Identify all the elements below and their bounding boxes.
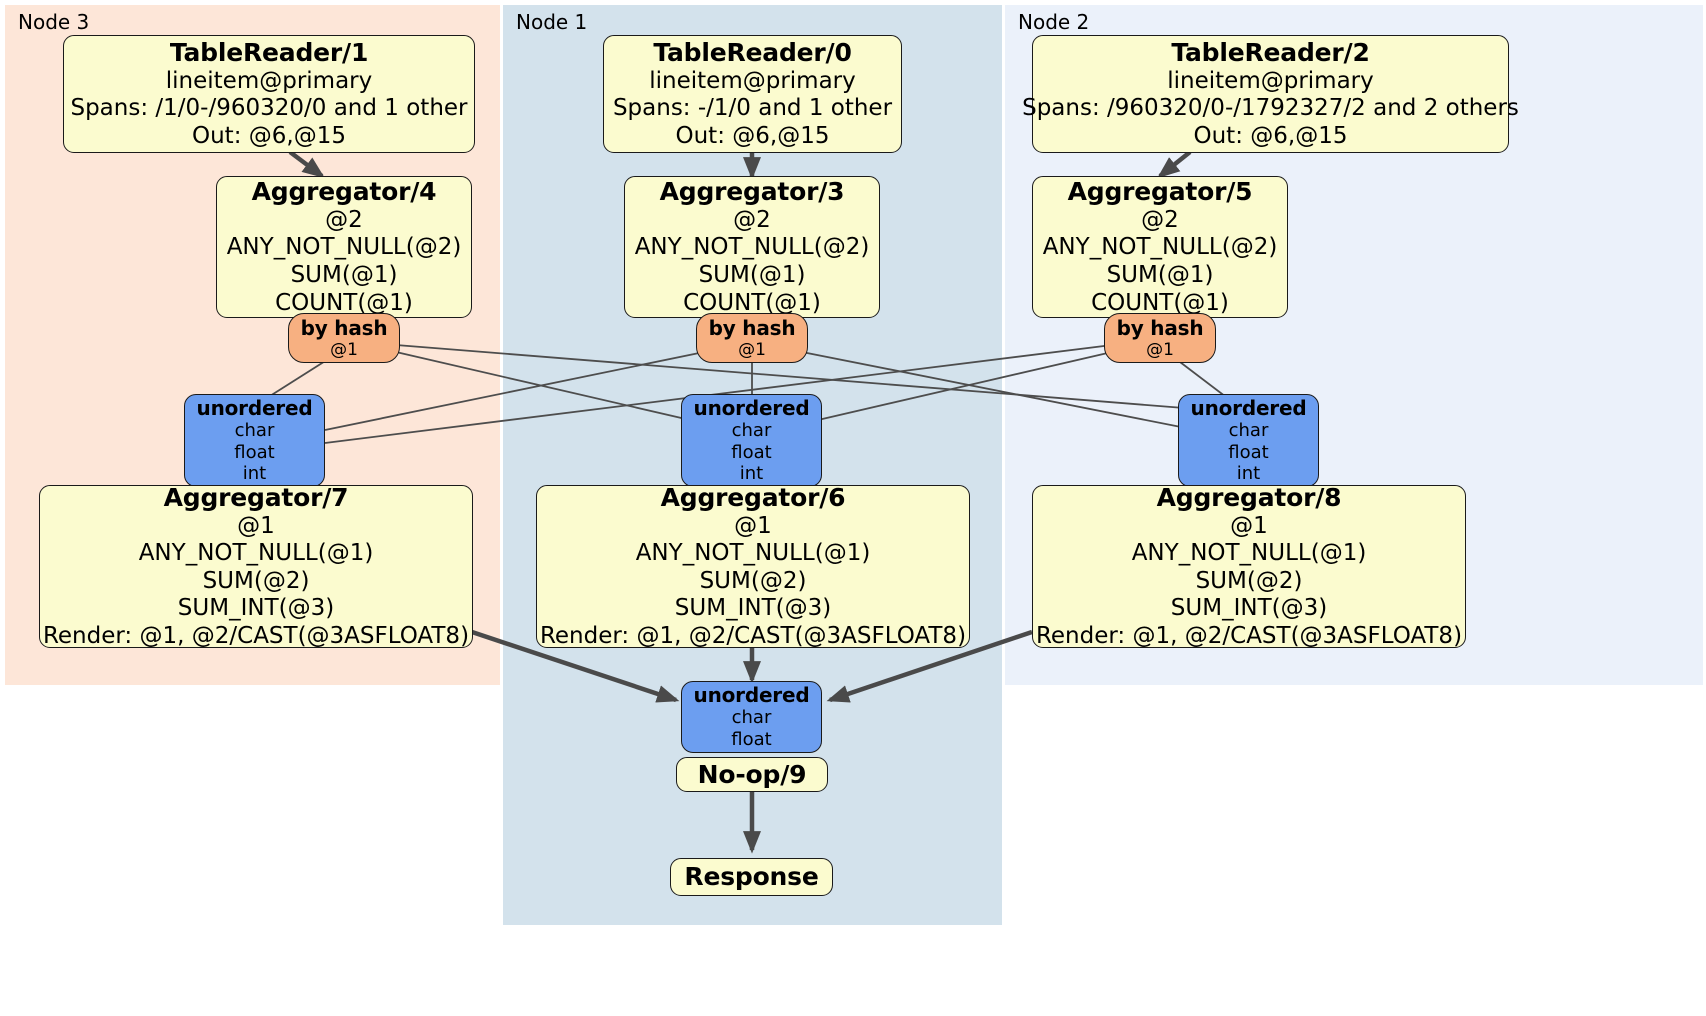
sync-line: int xyxy=(739,463,764,485)
node-line: @2 xyxy=(1141,206,1179,233)
node-line: lineitem@primary xyxy=(165,67,373,94)
router-line: @1 xyxy=(738,339,766,360)
node-line: @1 xyxy=(237,512,275,539)
sync-title: unordered xyxy=(196,396,313,421)
sync-line: int xyxy=(242,463,267,485)
node-title: TableReader/2 xyxy=(1171,37,1370,67)
router-by-hash-right[interactable]: by hash @1 xyxy=(1104,313,1216,363)
sync-title: unordered xyxy=(693,396,810,421)
node-line: ANY_NOT_NULL(@1) xyxy=(635,540,871,567)
router-title: by hash xyxy=(300,315,388,340)
sync-line: float xyxy=(234,441,275,463)
router-line: @1 xyxy=(330,339,358,360)
sync-title: unordered xyxy=(693,683,810,708)
sync-line: int xyxy=(1236,463,1261,485)
node-line: SUM_INT(@3) xyxy=(1170,595,1328,622)
node-line: ANY_NOT_NULL(@1) xyxy=(138,540,374,567)
node-line: Render: @1, @2/CAST(@3ASFLOAT8) xyxy=(42,622,470,649)
node-line: ANY_NOT_NULL(@2) xyxy=(1042,234,1278,261)
node-title: Aggregator/6 xyxy=(660,482,846,512)
node-line: Render: @1, @2/CAST(@3ASFLOAT8) xyxy=(1035,622,1463,649)
node-line: @2 xyxy=(733,206,771,233)
node-tablereader-2[interactable]: TableReader/2 lineitem@primary Spans: /9… xyxy=(1022,35,1519,153)
sync-line: float xyxy=(1228,441,1269,463)
node-line: COUNT(@1) xyxy=(683,289,821,316)
sync-line: char xyxy=(1228,420,1269,442)
synchronizer-unordered-left[interactable]: unordered char float int xyxy=(184,394,325,487)
node-title: Response xyxy=(684,862,819,891)
node-line: ANY_NOT_NULL(@1) xyxy=(1131,540,1367,567)
sync-line: char xyxy=(731,707,772,729)
sync-line: float xyxy=(731,441,772,463)
node-line: ANY_NOT_NULL(@2) xyxy=(226,234,462,261)
node-tablereader-0[interactable]: TableReader/0 lineitem@primary Spans: -/… xyxy=(603,35,902,153)
sync-line: char xyxy=(731,420,772,442)
node-line: Render: @1, @2/CAST(@3ASFLOAT8) xyxy=(539,622,967,649)
node-aggregator-8[interactable]: Aggregator/8 @1 ANY_NOT_NULL(@1) SUM(@2)… xyxy=(1032,482,1466,649)
router-by-hash-left[interactable]: by hash @1 xyxy=(288,313,400,363)
node-line: SUM(@1) xyxy=(290,262,398,288)
node-line: SUM_INT(@3) xyxy=(674,595,832,622)
node-line: @2 xyxy=(325,206,363,233)
node-title: Aggregator/4 xyxy=(251,176,437,206)
node-title: Aggregator/3 xyxy=(659,176,845,206)
node-aggregator-7[interactable]: Aggregator/7 @1 ANY_NOT_NULL(@1) SUM(@2)… xyxy=(39,482,473,649)
node-line: Spans: /960320/0-/1792327/2 and 2 others xyxy=(1022,95,1519,122)
node-response[interactable]: Response xyxy=(670,858,833,896)
node-aggregator-5[interactable]: Aggregator/5 @2 ANY_NOT_NULL(@2) SUM(@1)… xyxy=(1032,176,1288,318)
node-no-op-9[interactable]: No-op/9 xyxy=(676,757,828,792)
node-tablereader-1[interactable]: TableReader/1 lineitem@primary Spans: /1… xyxy=(63,35,475,153)
node-line: Out: @6,@15 xyxy=(192,122,346,149)
node-line: COUNT(@1) xyxy=(275,289,413,316)
router-title: by hash xyxy=(708,315,796,340)
node-title: Aggregator/7 xyxy=(163,482,349,512)
node-title: Aggregator/5 xyxy=(1067,176,1253,206)
node-line: @1 xyxy=(734,512,772,539)
synchronizer-unordered-center[interactable]: unordered char float int xyxy=(681,394,822,487)
sync-line: char xyxy=(234,420,275,442)
node-line: SUM(@1) xyxy=(1106,262,1214,288)
router-by-hash-center[interactable]: by hash @1 xyxy=(696,313,808,363)
node-title: TableReader/0 xyxy=(653,37,852,67)
node-line: SUM(@1) xyxy=(698,262,806,288)
node-line: Spans: -/1/0 and 1 other xyxy=(612,95,893,122)
router-line: @1 xyxy=(1146,339,1174,360)
router-title: by hash xyxy=(1116,315,1204,340)
node-line: SUM(@2) xyxy=(699,567,807,594)
node-title: TableReader/1 xyxy=(169,37,369,67)
node-line: SUM_INT(@3) xyxy=(177,595,335,622)
node-title: Aggregator/8 xyxy=(1156,482,1342,512)
node-line: lineitem@primary xyxy=(649,67,856,94)
node-line: COUNT(@1) xyxy=(1091,289,1229,316)
node-aggregator-6[interactable]: Aggregator/6 @1 ANY_NOT_NULL(@1) SUM(@2)… xyxy=(536,482,970,649)
cluster-label-node-3: Node 3 xyxy=(18,10,90,34)
sync-line: float xyxy=(731,729,772,750)
node-line: @1 xyxy=(1230,512,1268,539)
cluster-label-node-1: Node 1 xyxy=(516,10,588,34)
synchronizer-unordered-right[interactable]: unordered char float int xyxy=(1178,394,1319,487)
node-title: No-op/9 xyxy=(697,759,807,789)
node-aggregator-3[interactable]: Aggregator/3 @2 ANY_NOT_NULL(@2) SUM(@1)… xyxy=(624,176,880,318)
node-aggregator-4[interactable]: Aggregator/4 @2 ANY_NOT_NULL(@2) SUM(@1)… xyxy=(216,176,472,318)
node-line: Out: @6,@15 xyxy=(1193,122,1348,149)
synchronizer-unordered-final[interactable]: unordered char float xyxy=(681,681,822,753)
sync-title: unordered xyxy=(1190,396,1307,421)
cluster-label-node-2: Node 2 xyxy=(1018,10,1090,34)
node-line: ANY_NOT_NULL(@2) xyxy=(634,234,870,261)
node-line: SUM(@2) xyxy=(1195,567,1303,594)
node-line: lineitem@primary xyxy=(1167,67,1374,94)
node-line: Spans: /1/0-/960320/0 and 1 other xyxy=(70,95,468,122)
node-line: Out: @6,@15 xyxy=(675,122,830,149)
node-line: SUM(@2) xyxy=(202,567,310,594)
